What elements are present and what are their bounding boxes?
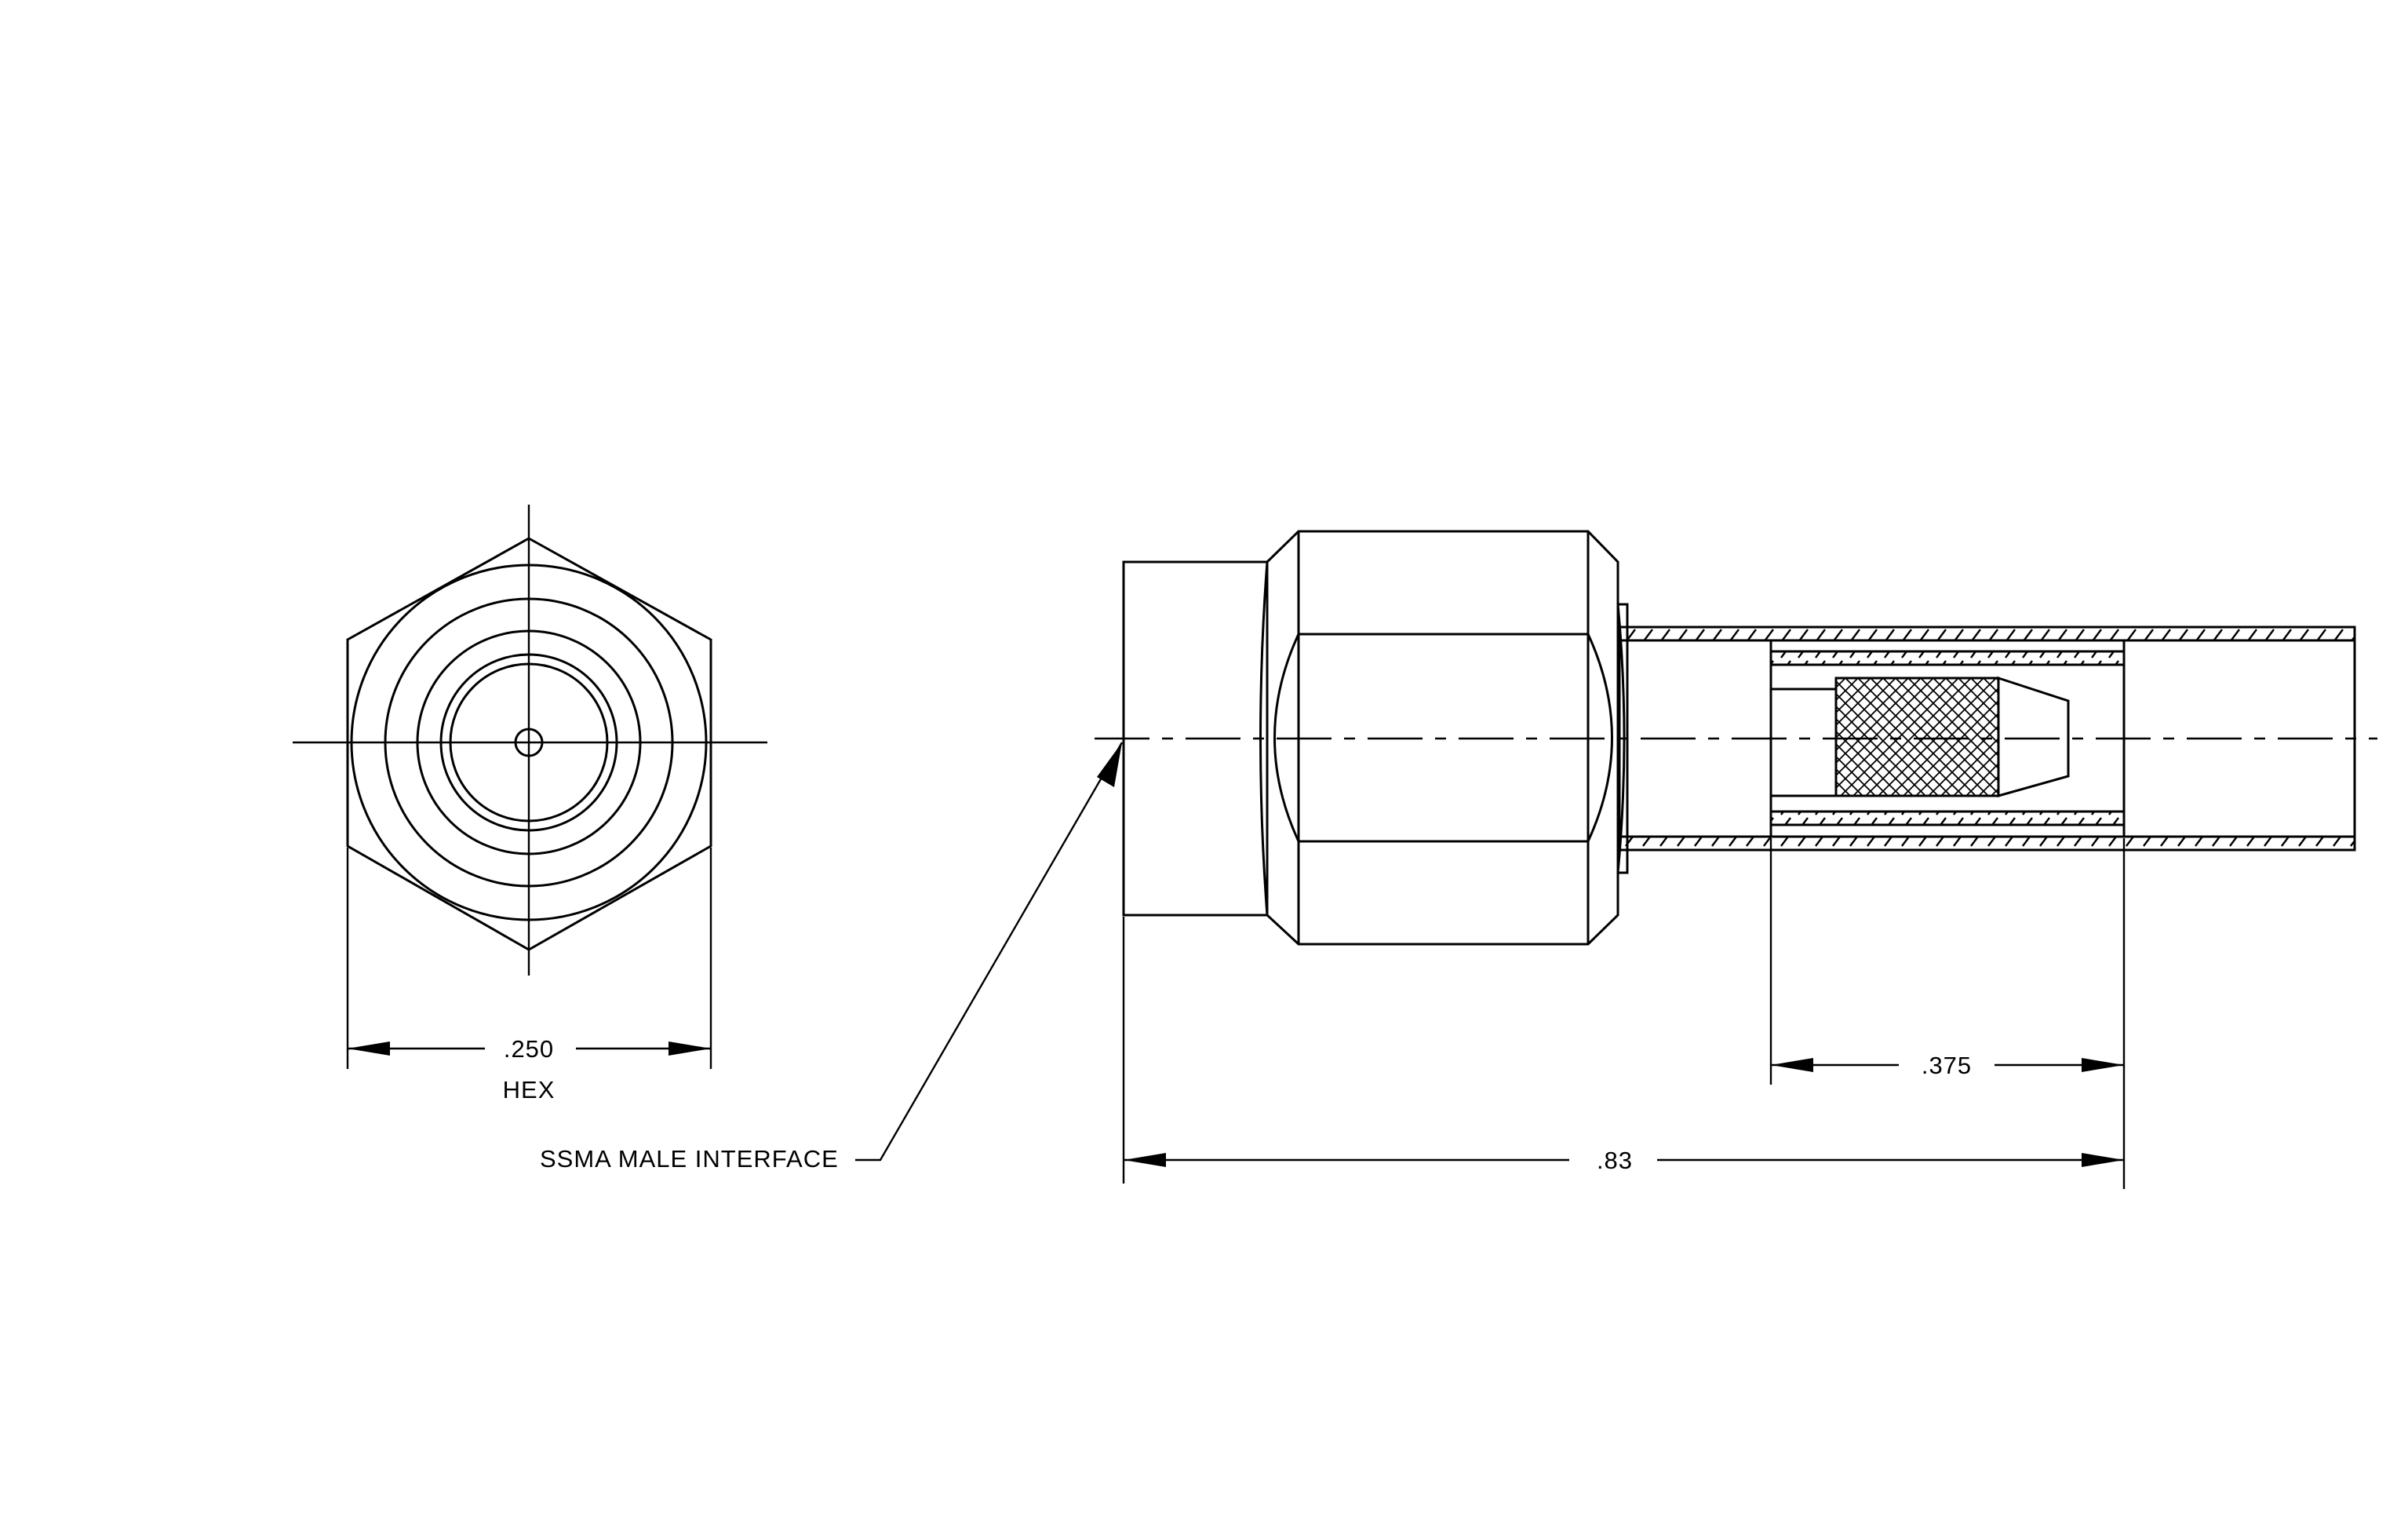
connector-side-view (1122, 530, 2356, 946)
contact-tip (1997, 676, 2070, 797)
hex-dimension: .250 HEX (346, 848, 712, 1103)
ferrule-wall-top (1618, 626, 2356, 642)
body-collar (1616, 603, 1629, 874)
nut-chamfer-right (1587, 633, 1613, 842)
ferrule-wall-bottom (1618, 835, 2356, 852)
interface-callout: SSMA MALE INTERFACE (540, 742, 1124, 1173)
hex-note: HEX (503, 1076, 556, 1103)
overall-length-value: .83 (1597, 1147, 1633, 1174)
coupling-nut (1266, 530, 1619, 946)
hex-end-view (293, 505, 767, 976)
hex-dimension-value: .250 (504, 1035, 554, 1063)
crimp-length-value: .375 (1922, 1052, 1972, 1079)
overall-length-dimension: .83 (1122, 917, 2124, 1184)
interface-callout-text: SSMA MALE INTERFACE (540, 1145, 839, 1173)
nut-chamfer-left (1273, 633, 1300, 842)
crimp-length-dimension: .375 (1769, 838, 2126, 1189)
sleeve-wall-top (1769, 650, 2126, 666)
sleeve-wall-bottom (1769, 810, 2126, 826)
knurled-contact (1834, 677, 2000, 797)
